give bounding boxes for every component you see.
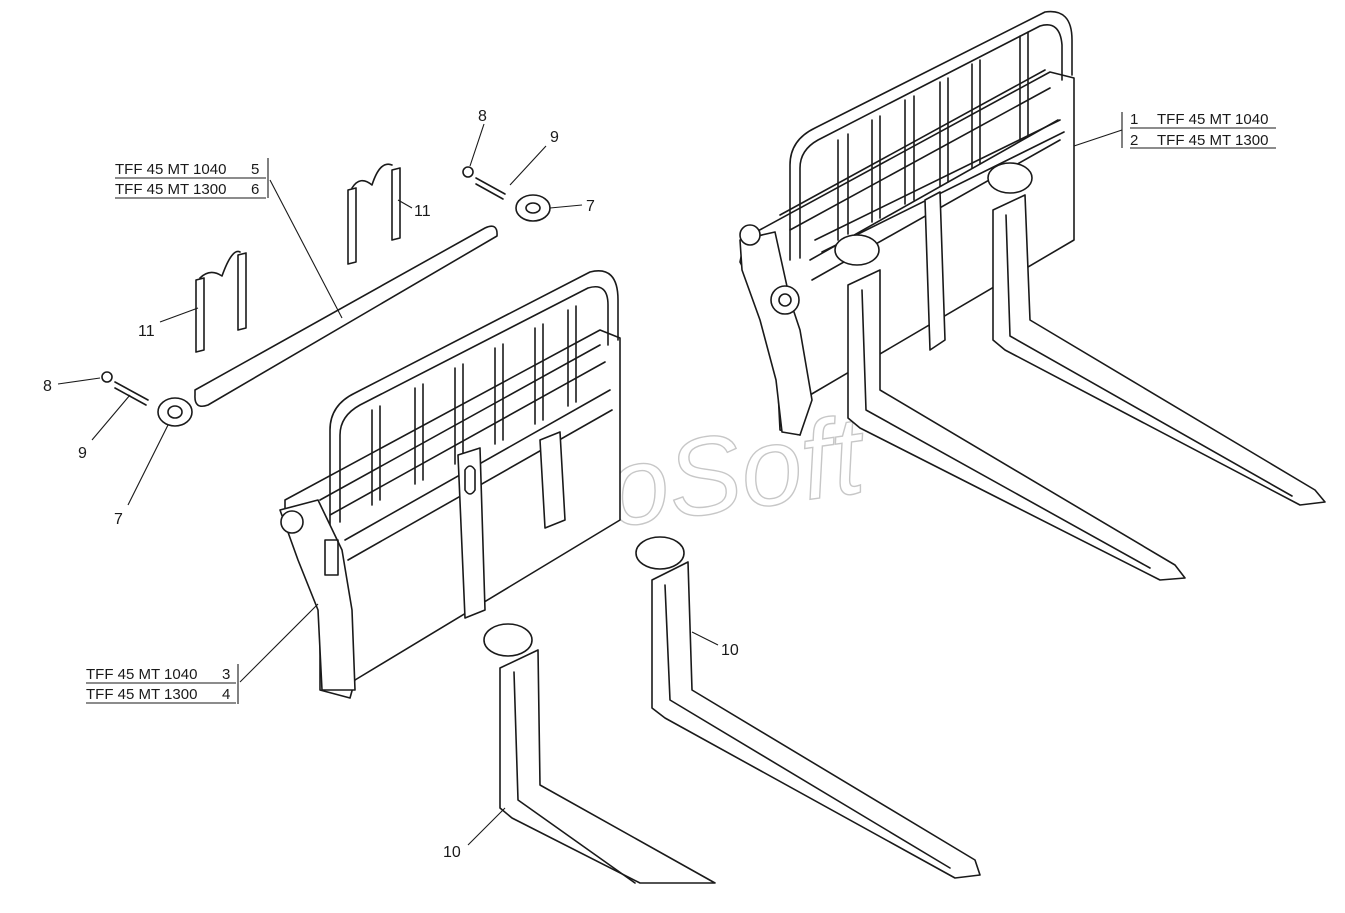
callout-nut-upper: 8 [478, 108, 487, 125]
table-row-code: TFF 45 MT 1040 [1157, 111, 1268, 128]
table-row-num: 5 [251, 161, 259, 178]
callout-bolt-lower: 9 [78, 445, 87, 462]
hardware-lower [101, 371, 193, 427]
parts-table-shaft: TFF 45 MT 1040 5 TFF 45 MT 1300 6 [115, 158, 343, 319]
parts-table-right: 1 TFF 45 MT 1040 2 TFF 45 MT 1300 [1073, 111, 1276, 149]
callout-washer-lower: 7 [114, 511, 123, 528]
shaft [194, 225, 498, 408]
fork-right [635, 536, 981, 879]
exploded-carriage [279, 270, 621, 699]
callout-bolt-upper: 9 [550, 129, 559, 146]
pin-lower [195, 250, 247, 353]
callout-fork-left: 10 [443, 844, 461, 861]
callout-washer-upper: 7 [586, 198, 595, 215]
table-row-num: 2 [1130, 132, 1138, 149]
table-row-code: TFF 45 MT 1300 [115, 181, 226, 198]
table-row-num: 4 [222, 686, 230, 703]
parts-table-carriage: TFF 45 MT 1040 3 TFF 45 MT 1300 4 [86, 603, 319, 704]
table-row-num: 6 [251, 181, 259, 198]
callout-fork-right: 10 [721, 642, 739, 659]
table-row-code: TFF 45 MT 1300 [86, 686, 197, 703]
table-row-code: TFF 45 MT 1040 [86, 666, 197, 683]
callout-pin-upper: 11 [414, 203, 431, 220]
hardware-upper [462, 166, 551, 222]
table-row-num: 3 [222, 666, 230, 683]
table-row-code: TFF 45 MT 1040 [115, 161, 226, 178]
callouts: 8 9 7 11 11 8 9 7 10 10 [43, 108, 739, 861]
assembled-carriage [739, 10, 1326, 581]
fork-left [483, 623, 716, 884]
callout-nut-lower: 8 [43, 378, 52, 395]
table-row-num: 1 [1130, 111, 1138, 128]
callout-pin-lower: 11 [138, 323, 155, 340]
table-row-code: TFF 45 MT 1300 [1157, 132, 1268, 149]
pin-upper [347, 163, 401, 265]
